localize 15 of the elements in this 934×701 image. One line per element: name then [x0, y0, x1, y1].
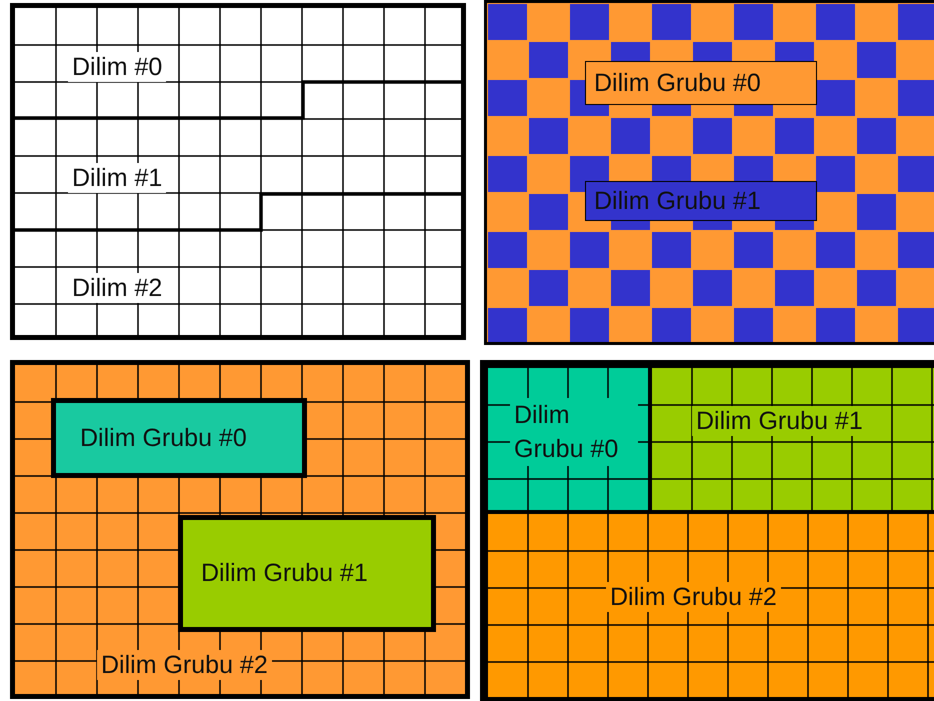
region-label: Dilim Grubu #0	[510, 398, 638, 466]
group-region	[51, 398, 307, 478]
region-label: Dilim #0	[68, 52, 166, 82]
region-label: Dilim Grubu #1	[200, 558, 369, 588]
grid-panel	[10, 360, 470, 699]
region-label: Dilim Grubu #2	[606, 582, 781, 612]
region-label: Dilim #1	[68, 163, 166, 193]
region-label: Dilim Grubu #1	[593, 186, 762, 216]
region-label: Dilim Grubu #2	[97, 650, 272, 680]
group-label-box	[585, 181, 817, 221]
region-label: Dilim Grubu #0	[79, 423, 248, 453]
region-label: Dilim Grubu #0	[593, 68, 762, 98]
grid-panel	[480, 360, 934, 701]
group-label-box	[585, 61, 817, 105]
group-region	[178, 515, 436, 632]
